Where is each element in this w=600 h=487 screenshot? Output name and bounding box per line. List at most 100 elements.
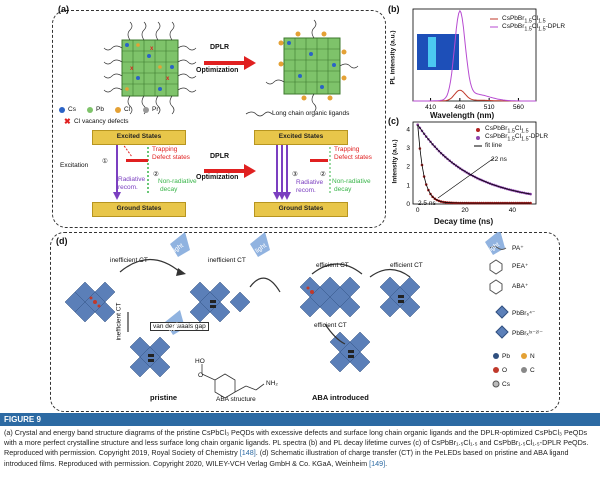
panel-c-label: (c) — [388, 116, 399, 126]
legend-o-d: O — [502, 367, 508, 374]
chart-c-fit-pristine — [417, 124, 531, 204]
inefficient-ct-3: inefficient CT — [115, 302, 123, 341]
legend-pb-d: Pb — [502, 353, 510, 360]
caption-part-2: . (d) Schematic illustration of charge t… — [4, 448, 569, 468]
inefficient-ct-2: inefficient CT — [208, 257, 246, 264]
panel-d-graphic — [64, 232, 527, 399]
legend-aba: ABA⁺ — [512, 283, 529, 290]
dplr-arrow-bottom — [204, 164, 256, 178]
chart-c: 0 20 40 0 1 2 3 4 — [406, 121, 537, 214]
chart-c-annotation-22: 22 ns — [491, 156, 507, 163]
caption-ref-148[interactable]: [148] — [239, 448, 256, 458]
chart-b-xtick-label: 410 — [425, 104, 436, 111]
caption-end: . — [385, 458, 388, 468]
inefficient-ct-1: inefficient CT — [110, 257, 148, 264]
chart-c-xtick-label: 20 — [461, 207, 469, 214]
pristine-crystal: x x x — [103, 21, 197, 115]
chart-b-xtick-label: 460 — [454, 104, 465, 111]
pristine-cluster-left — [64, 281, 116, 323]
ground-states-right: Ground States — [254, 202, 348, 217]
o-label: O — [198, 372, 204, 379]
chart-b-ylabel: PL intensity (a.u.) — [389, 30, 397, 85]
legend-cs: Cs — [68, 106, 76, 113]
energy-left — [113, 142, 149, 200]
aba-introduced-label: ABA introduced — [312, 393, 369, 402]
aba-structure-molecule — [201, 364, 265, 399]
legend-cl: Cl — [124, 106, 131, 113]
svg-text:x: x — [150, 46, 154, 52]
panel-d-frame — [50, 232, 560, 412]
panel-d-legend-glyphs — [489, 246, 527, 388]
chart-b-xlabel: Wavelength (nm) — [430, 111, 495, 120]
chart-c-xtick-label: 0 — [416, 207, 420, 214]
chart-c-ytick-label: 3 — [406, 145, 410, 152]
panel-a-frame — [52, 10, 386, 228]
efficient-ct-2: efficient CT — [390, 262, 423, 269]
excitation-label: Excitation — [60, 162, 89, 169]
legend-ligands: Long chain organic ligands — [272, 110, 350, 117]
radiative-left-2: recom. — [118, 184, 138, 191]
trapping-right: Trapping — [334, 146, 360, 153]
energy-right — [273, 143, 331, 200]
chart-c-legend-2: CsPbBr1.5Cl1.5-DPLR — [485, 133, 549, 143]
efficient-ct-1: efficient CT — [316, 262, 349, 269]
nonradiative-left-1: Non-radiative — [158, 178, 197, 185]
panel-d-label: (d) — [56, 236, 68, 246]
radiative-right-1: Radiative — [296, 179, 324, 186]
trapping-left: Trapping — [152, 146, 178, 153]
optimized-crystal — [265, 19, 359, 113]
ground-states-left: Ground States — [92, 202, 186, 217]
defect-right: Defect states — [334, 154, 372, 161]
excited-states-right: Excited States — [254, 130, 348, 145]
legend-pea: PEA⁺ — [512, 263, 529, 270]
legend-pr: Pr — [152, 106, 159, 113]
nonradiative-right-2: decay — [334, 186, 352, 193]
excited-states-left: Excited States — [92, 130, 186, 145]
legend-n-d: N — [530, 353, 535, 360]
marker-2-left: ② — [153, 171, 159, 178]
panel-a-label: (a) — [58, 4, 69, 14]
chart-c-legend-3: fit line — [485, 142, 502, 149]
marker-2-right: ② — [320, 171, 326, 178]
nonradiative-right-1: Non-radiative — [332, 178, 371, 185]
pristine-cluster-bottom — [129, 336, 171, 378]
chart-b-inset-vial — [428, 37, 436, 67]
svg-text:x: x — [166, 76, 170, 82]
vdw-gap-label: van der waals gap — [150, 322, 209, 331]
efficient-ct-3: efficient CT — [314, 322, 347, 329]
chart-c-legend-1: CsPbBr1.5Cl1.5 — [485, 125, 529, 135]
dplr-label-bottom: DPLR — [210, 153, 230, 160]
chart-c-annotation-25: 2.5 ns — [418, 200, 436, 207]
chart-b-series-dplr — [413, 9, 536, 102]
nh2-label: NH₂ — [266, 380, 278, 387]
dplr-label-top: DPLR — [210, 44, 230, 51]
chart-b-xtick-label: 510 — [484, 104, 495, 111]
legend-pb: Pb — [96, 106, 104, 113]
chart-c-ytick-label: 1 — [406, 182, 410, 189]
legend-pbbrx: PbBrₓ⁽ˣ⁻²⁾⁻ — [512, 330, 543, 337]
svg-text:✖: ✖ — [64, 117, 71, 126]
chart-c-xtick-label: 40 — [509, 207, 517, 214]
aba-structure-label: ABA structure — [216, 396, 256, 403]
pristine-cluster-right — [189, 281, 251, 323]
chart-c-ytick-label: 2 — [406, 164, 410, 171]
pristine-label: pristine — [150, 393, 178, 402]
dplr-arrow-top — [204, 56, 256, 70]
legend-pbbr6: PbBr₆⁴⁻ — [512, 310, 536, 317]
chart-c-ytick-label: 0 — [406, 201, 410, 208]
legend-c-d: C — [530, 367, 535, 374]
chart-c-ytick-label: 4 — [406, 126, 410, 133]
chart-c-xlabel: Decay time (ns) — [434, 217, 494, 226]
figure-caption: (a) Crystal and energy band structure di… — [4, 428, 596, 469]
legend-pa: PA⁺ — [512, 245, 524, 252]
marker-3-right: ③ — [292, 171, 298, 178]
svg-text:x: x — [130, 66, 134, 72]
legend-vacancy: Cl vacancy defects — [74, 118, 129, 125]
caption-ref-149[interactable]: [149] — [369, 458, 386, 468]
figure-title-bar — [0, 413, 600, 426]
chart-b-legend-2: CsPbBr1.5Cl1.5-DPLR — [502, 23, 566, 33]
ho-label: HO — [195, 358, 205, 365]
marker-1-left: ① — [102, 158, 108, 165]
chart-c-legend-marker-2 — [476, 136, 480, 140]
